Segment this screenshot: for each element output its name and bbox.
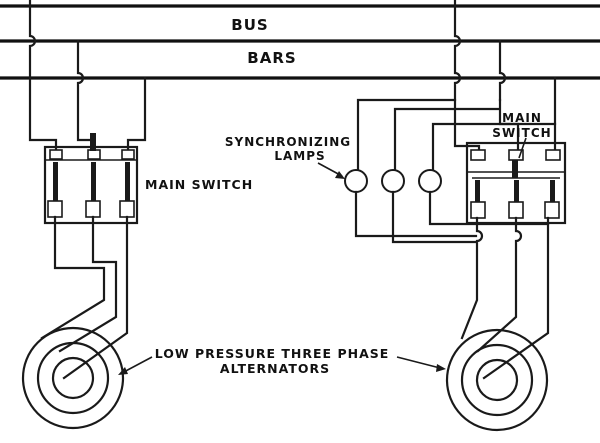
left-switch-blade-2 [91,162,96,202]
left-switch-terminal-bottom-1 [47,200,63,218]
right-feeder-2 [498,39,507,102]
sync-lamps-pointer-head [335,171,345,179]
alternators-label-line2: ALTERNATORS [220,361,330,376]
right-bus-line-3 [431,122,557,172]
left-lead-2 [58,215,118,353]
left-feeder-1 [28,0,58,152]
right-alternator-middle [460,343,534,417]
right-lead-2 [476,216,523,353]
sync-lamp-1 [344,169,368,193]
left-alternator-middle [36,341,110,415]
left-switch-terminal-bottom-3 [119,200,135,218]
left-alternator-inner [51,356,95,400]
left-feeder-3 [126,76,147,152]
sync-lamps-label-line1: SYNCHRONIZING [225,135,351,149]
right-switch-blade-2 [514,180,519,204]
right-switch-terminal-top-3 [545,149,561,161]
bars-label: BARS [247,49,296,67]
right-bus-line-1 [356,98,481,172]
right-alternator-outer [445,328,549,432]
right-switch-blade-1 [475,180,480,204]
right-circuit [344,0,567,432]
alternators-label-line1: LOW PRESSURE THREE PHASE [155,346,390,361]
right-switch-terminal-bottom-1 [470,201,486,219]
left-main-switch-label: MAIN SWITCH [145,177,253,192]
left-switch-blade-3 [125,162,130,202]
right-lead-1 [460,216,484,340]
alternators-pointer-left [121,356,153,374]
left-switch-terminal-top-2 [87,149,101,160]
right-switch-terminal-bottom-2 [508,201,524,219]
left-switch-terminal-top-1 [49,149,63,160]
alternators-pointer-right-head [436,364,446,372]
left-switch-terminal-bottom-2 [85,200,101,218]
bus-label: BUS [231,16,268,34]
right-lamp-return-2 [391,190,478,244]
left-alternator-outer [21,326,125,430]
right-main-switch-label-line1: MAIN [502,111,542,125]
right-switch-terminal-top-1 [470,149,486,161]
sync-lamp-2 [381,169,405,193]
right-lead-3 [482,216,550,380]
right-switch-handle [512,160,518,178]
left-switch-blade-1 [53,162,58,202]
left-switch-handle [90,133,96,151]
left-switch-terminal-top-3 [121,149,135,160]
right-alternator-inner [475,358,519,402]
right-lamp-return-3 [428,190,550,226]
right-switch-label-pointer [518,137,527,159]
alternators-pointer-right [396,356,441,369]
left-feeder-2 [76,39,96,152]
right-switch-blade-3 [550,180,555,204]
bus-bars [0,4,600,80]
sync-lamps-label-line2: LAMPS [274,149,325,163]
sync-lamp-3 [418,169,442,193]
left-circuit [21,0,147,430]
left-lead-1 [40,215,106,340]
right-switch-terminal-bottom-3 [544,201,560,219]
right-feeder-1 [453,0,462,102]
right-main-switch-label-line2: SWITCH [492,126,551,140]
right-lamp-return-1 [354,190,478,238]
alternators-pointer-left-head [118,367,128,375]
